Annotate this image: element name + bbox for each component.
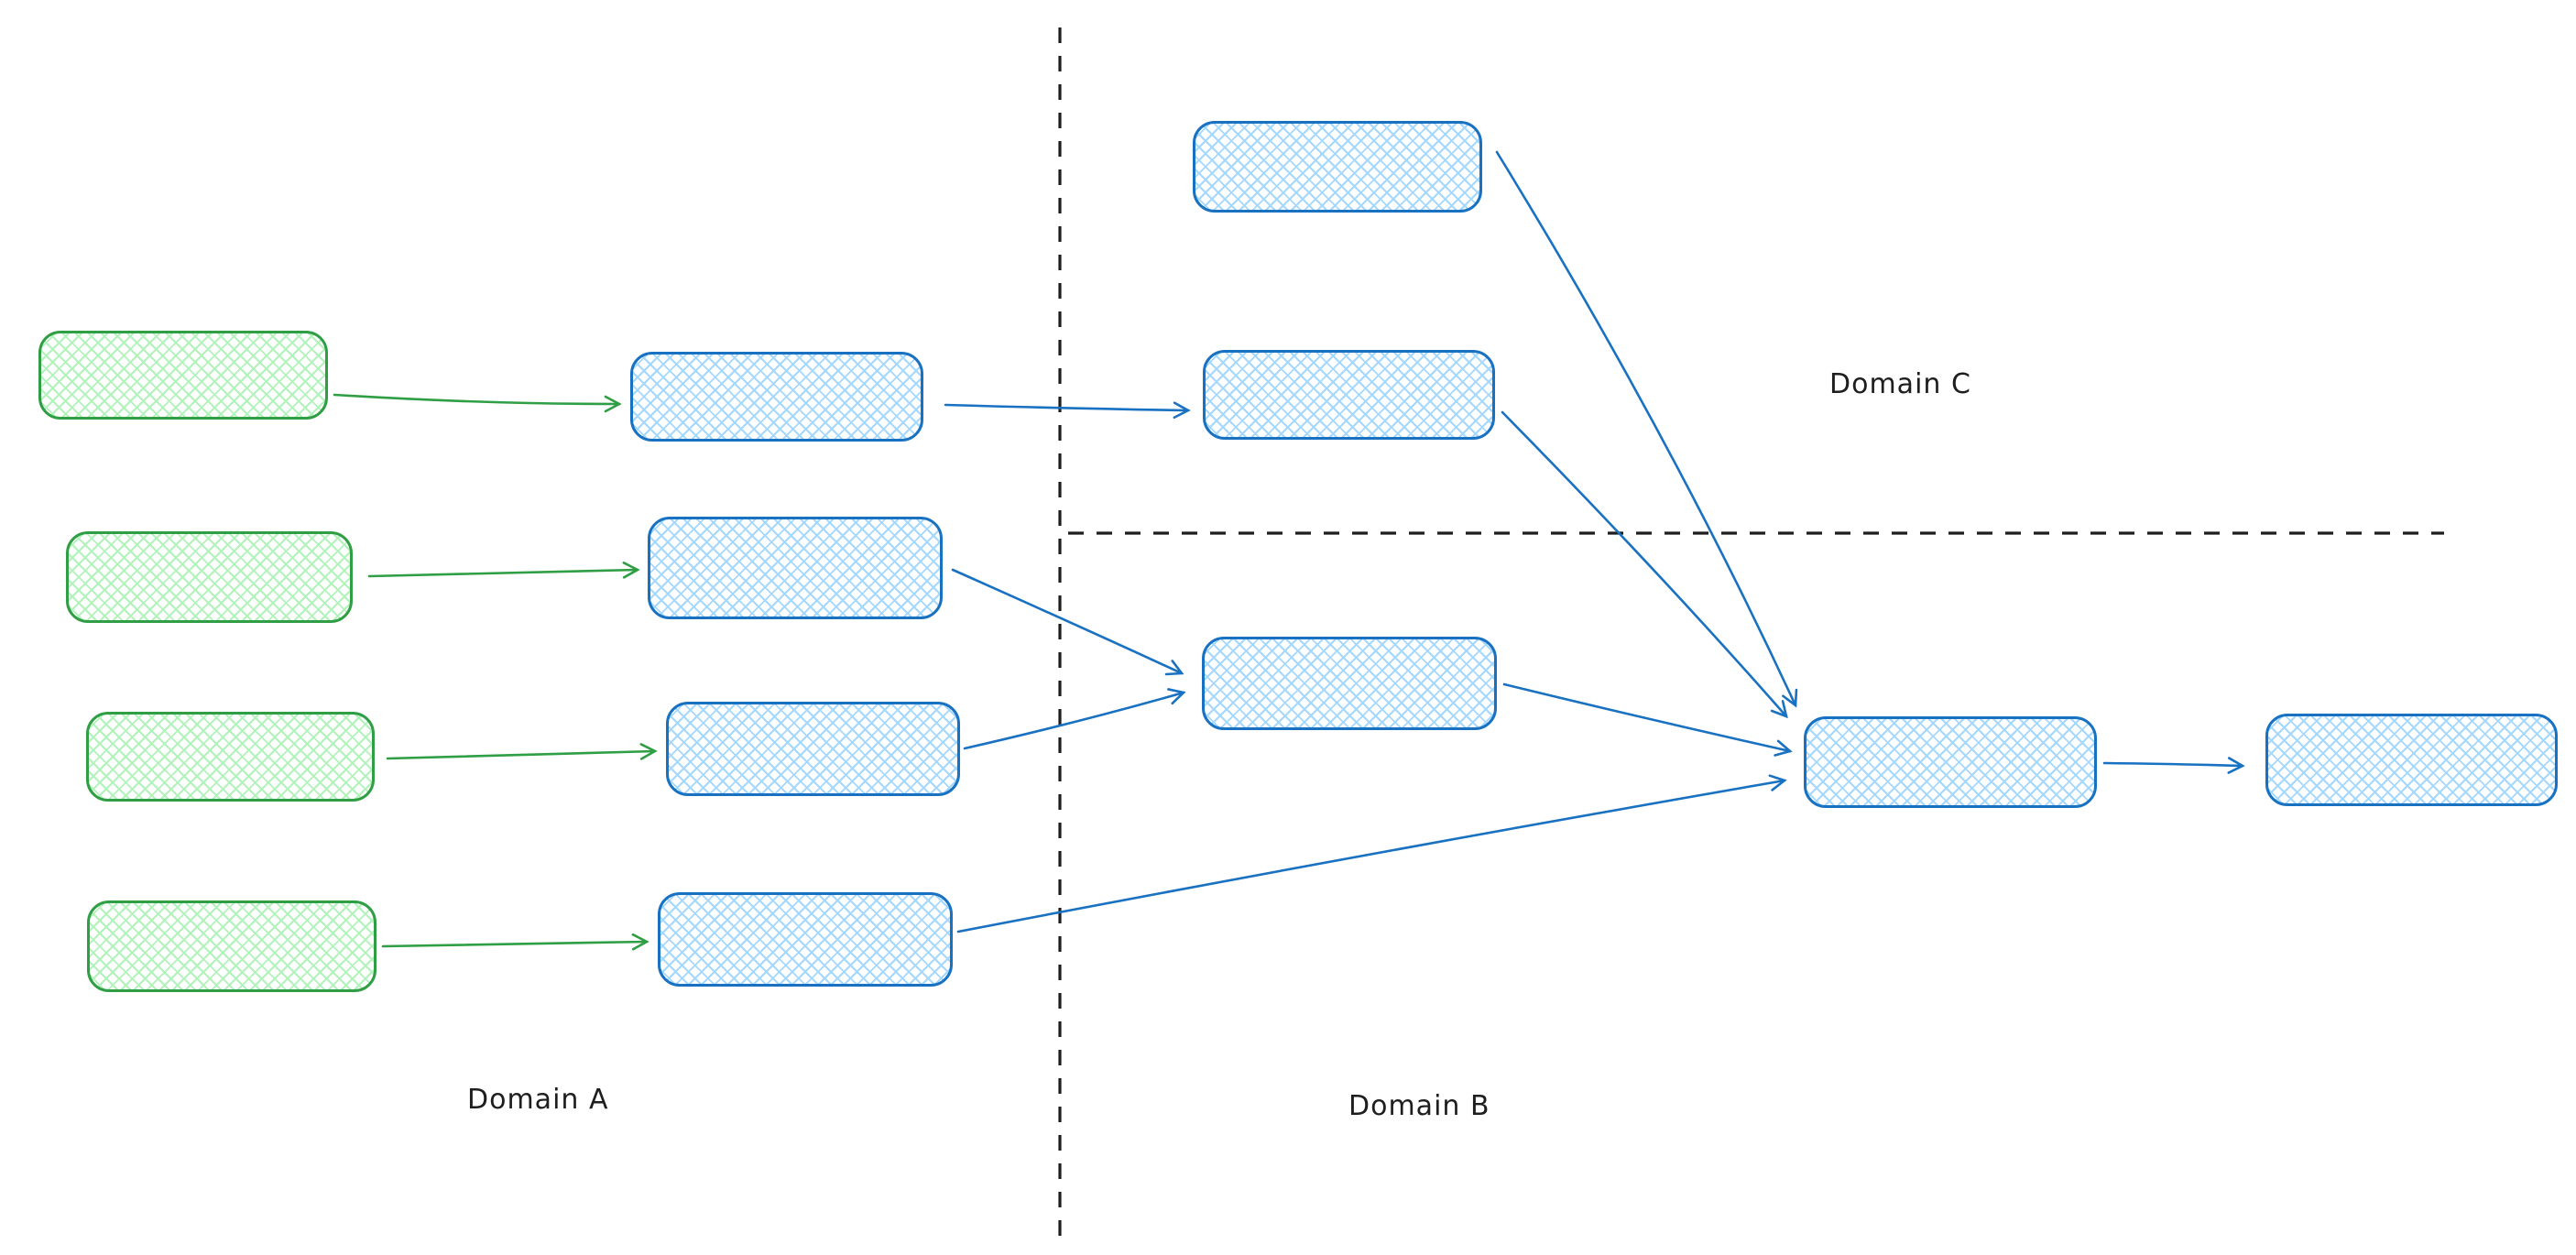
node-a1 <box>630 352 923 442</box>
edge-g3-a3 <box>386 743 658 760</box>
edge-a4-hub <box>956 774 1787 933</box>
edge-b1-hub <box>1502 682 1793 757</box>
node-b1 <box>1202 637 1497 730</box>
edge-c2-hub <box>1501 410 1788 719</box>
edge-a1-c2 <box>944 401 1191 420</box>
node-c1 <box>1193 121 1482 213</box>
node-g4 <box>87 900 377 992</box>
edge-g2-a2 <box>367 562 640 579</box>
edge-a2-b1 <box>951 568 1184 676</box>
edge-c1-hub <box>1495 150 1798 708</box>
node-a4 <box>658 892 953 987</box>
node-out <box>2265 714 2558 806</box>
edge-a3-b1 <box>963 688 1186 750</box>
node-hub <box>1804 716 2097 808</box>
edge-hub-out <box>2102 757 2245 774</box>
domain-b-label: Domain B <box>1348 1090 1490 1122</box>
edge-g4-a4 <box>381 933 649 951</box>
node-g2 <box>66 531 353 623</box>
domain-c-label: Domain C <box>1829 368 1971 400</box>
node-a2 <box>648 517 943 619</box>
edge-g1-a1 <box>333 393 622 413</box>
node-c2 <box>1203 350 1495 440</box>
domain-a-label: Domain A <box>467 1084 609 1116</box>
node-g3 <box>86 712 375 802</box>
node-g1 <box>38 331 328 420</box>
node-a3 <box>666 702 960 796</box>
